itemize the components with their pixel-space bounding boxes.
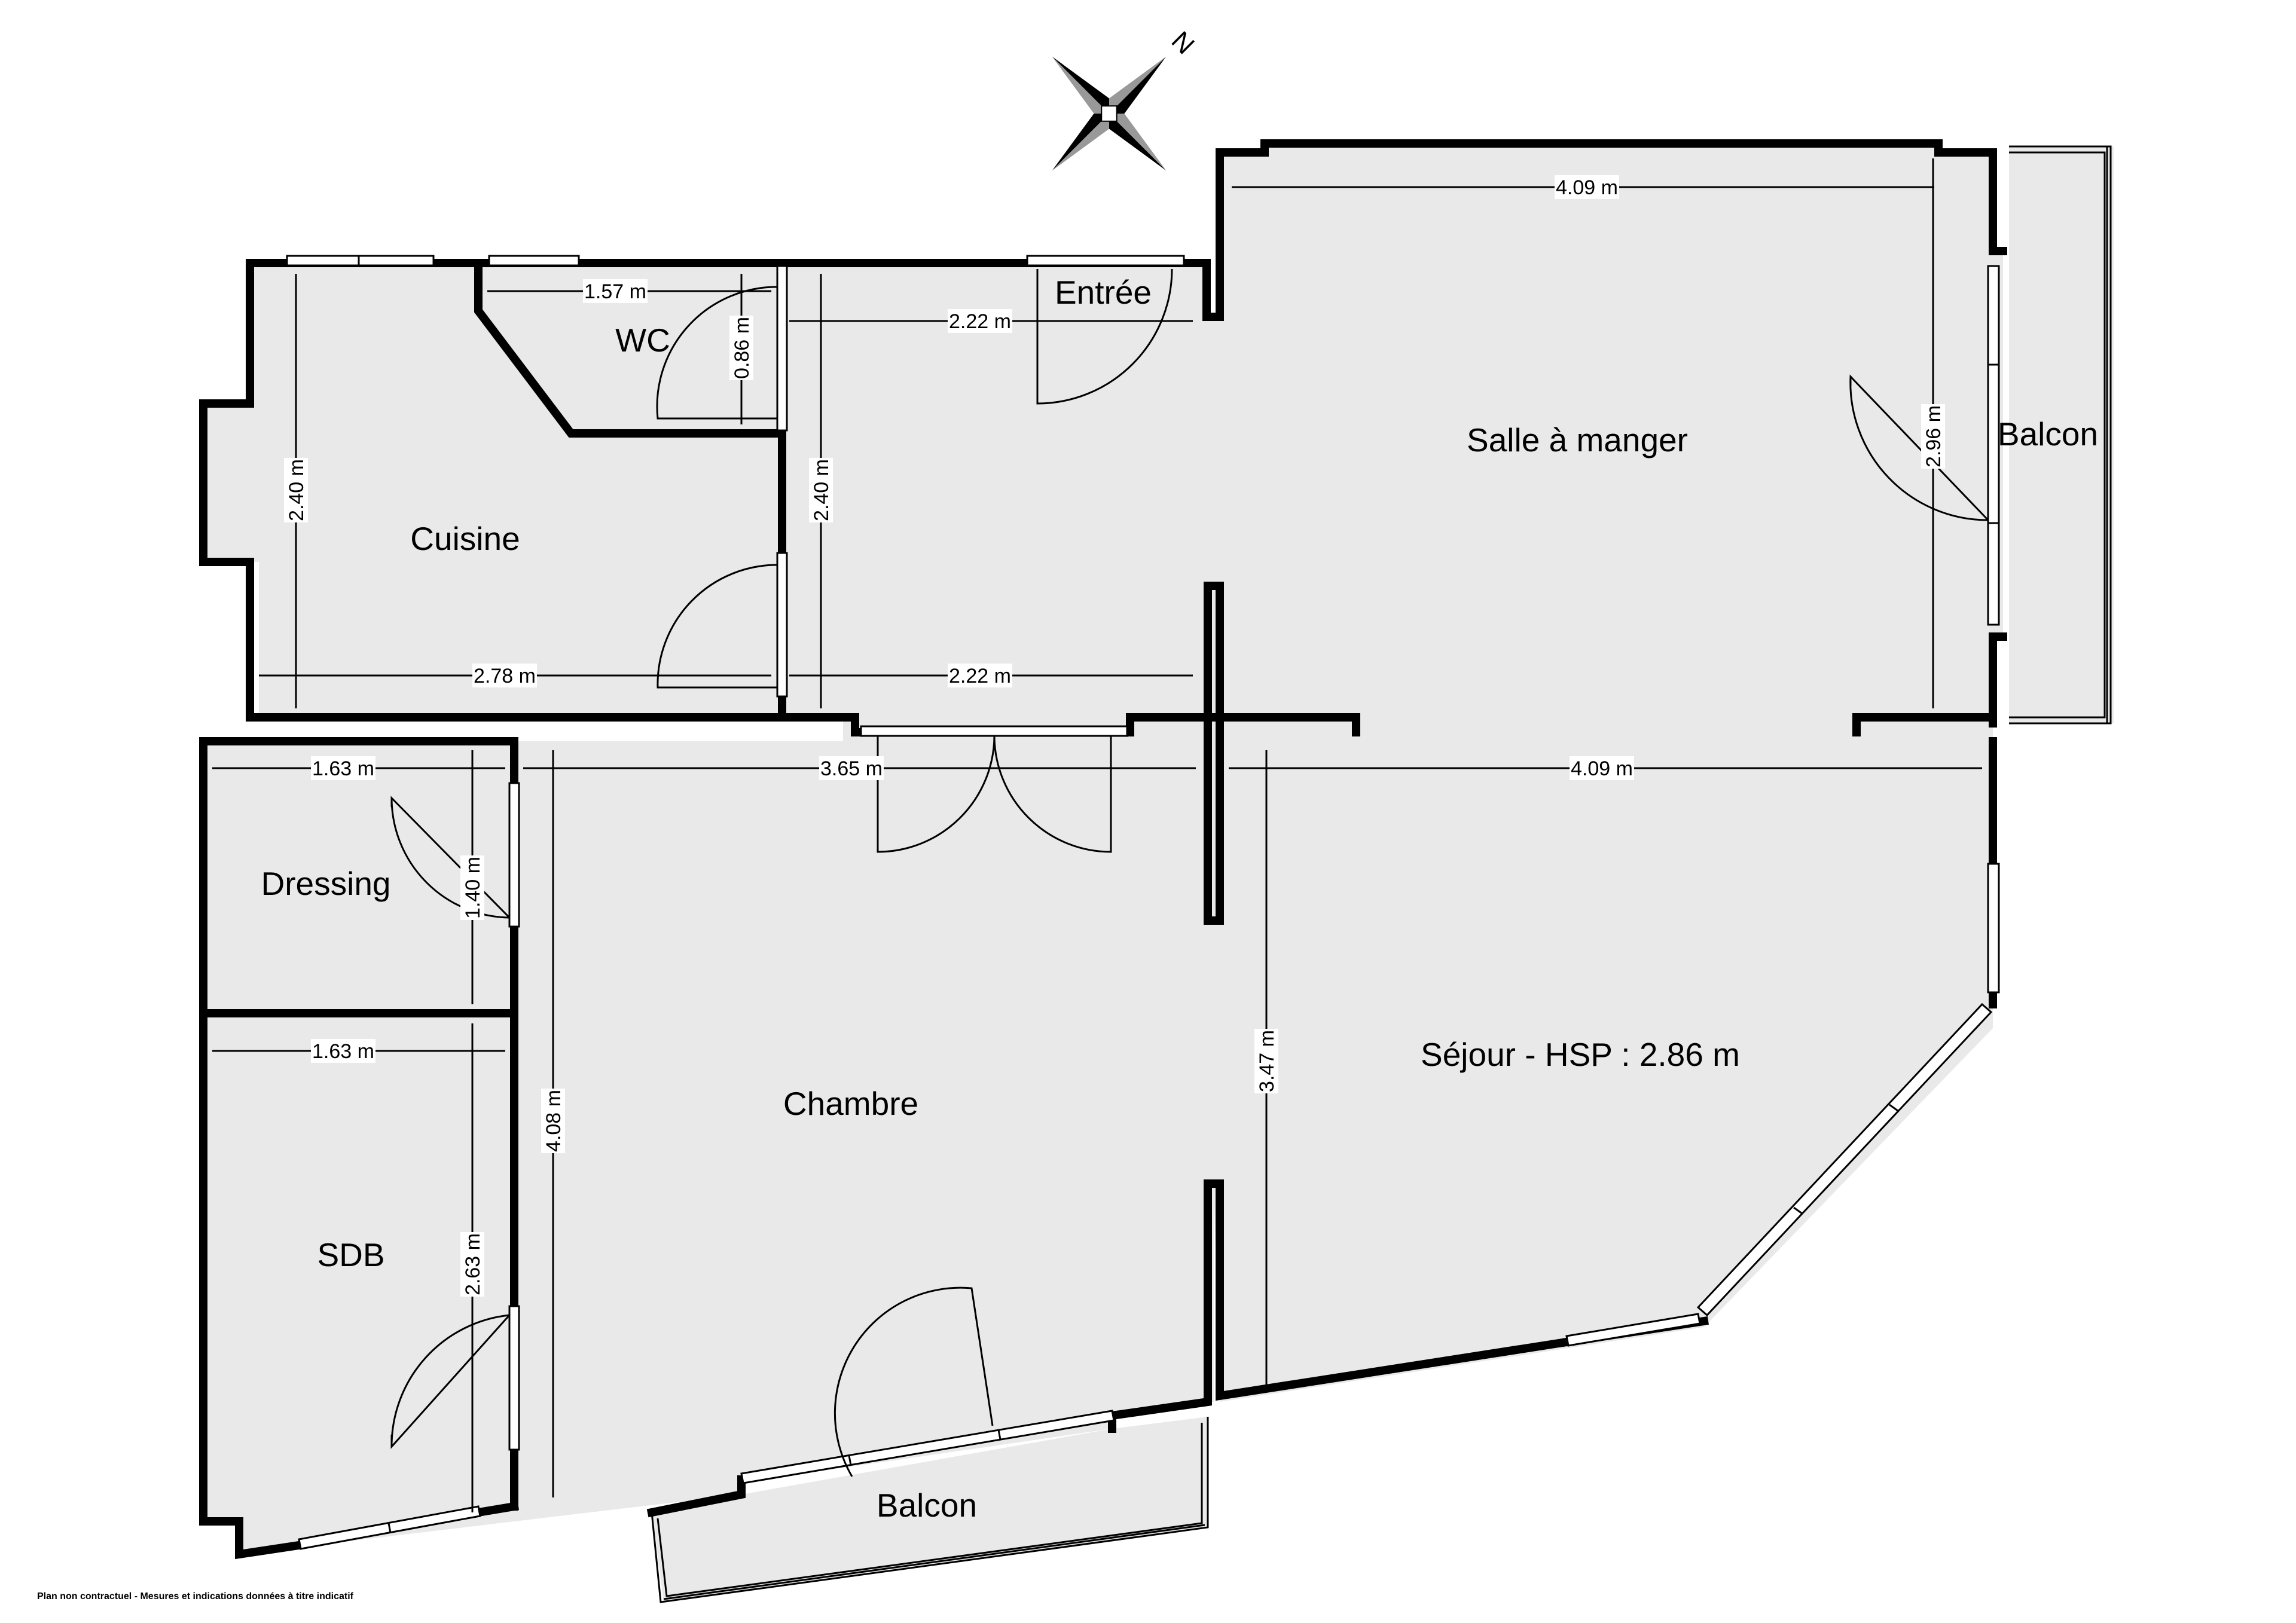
dim-chambre-height: 4.08 m	[541, 1089, 565, 1153]
walls	[199, 139, 2112, 1603]
dim-chambre-width: 3.65 m	[819, 756, 884, 780]
compass-icon	[1052, 56, 1167, 171]
dim-salle-width: 4.09 m	[1555, 175, 1619, 199]
door-chambre-balcon	[833, 1286, 994, 1477]
svg-text:4.09 m: 4.09 m	[1556, 176, 1618, 199]
dim-hall-width: 2.22 m	[948, 664, 1012, 687]
window-sejour-diag	[1696, 1002, 1993, 1317]
floor-fills	[203, 143, 2114, 1602]
door-frame-double	[860, 725, 1128, 737]
dimension-labels: 4.09 m 1.57 m 2.22 m 2.78 m 2.22 m 1.63 …	[284, 175, 1945, 1297]
label-salle-a-manger: Salle à manger	[1467, 421, 1688, 459]
door-frame-wc	[776, 265, 788, 432]
room-sdb-floor	[203, 1016, 514, 1554]
svg-text:2.78 m: 2.78 m	[474, 665, 536, 687]
svg-text:1.40 m: 1.40 m	[462, 857, 484, 919]
dim-sdb-width: 1.63 m	[311, 1039, 375, 1063]
dim-sejour-height: 3.47 m	[1254, 1029, 1278, 1093]
svg-text:2.40 m: 2.40 m	[810, 459, 833, 521]
svg-text:1.63 m: 1.63 m	[312, 1040, 374, 1063]
label-sejour: Séjour - HSP : 2.86 m	[1421, 1036, 1740, 1073]
room-labels: Entrée WC Salle à manger Balcon Cuisine …	[261, 274, 2098, 1524]
balcon-south-floor	[652, 1417, 1208, 1602]
room-cuisine-floor	[203, 263, 782, 717]
svg-text:2.40 m: 2.40 m	[285, 459, 308, 521]
dim-sejour-width: 4.09 m	[1570, 756, 1634, 780]
room-wc-floor	[478, 263, 782, 433]
label-balcon-south: Balcon	[877, 1487, 977, 1524]
dim-cuisine-height: 2.40 m	[284, 458, 308, 522]
room-chambre-floor	[514, 741, 1214, 1521]
label-sdb: SDB	[317, 1236, 384, 1273]
window-entree	[1026, 255, 1185, 267]
svg-text:3.47 m: 3.47 m	[1256, 1030, 1278, 1092]
door-cuisine	[657, 564, 778, 689]
windows	[286, 255, 2000, 1550]
svg-text:4.08 m: 4.08 m	[542, 1090, 565, 1152]
door-salle	[1849, 374, 1989, 521]
room-main-floor	[782, 143, 2003, 1402]
compass-north-label: N	[1166, 26, 1200, 60]
dim-dressing-height: 1.40 m	[460, 855, 484, 920]
dim-dressing-width: 1.63 m	[311, 756, 375, 780]
svg-text:3.65 m: 3.65 m	[820, 757, 883, 780]
door-sdb	[390, 1314, 511, 1449]
svg-text:0.86 m: 0.86 m	[731, 317, 753, 379]
dim-entree-width: 2.22 m	[948, 309, 1012, 333]
door-frame-sdb	[508, 1305, 520, 1451]
dim-salle-height: 2.96 m	[1921, 404, 1945, 469]
door-frame-dressing	[508, 782, 520, 928]
door-entree	[1036, 268, 1173, 405]
dim-wc-width: 1.57 m	[583, 279, 648, 303]
label-chambre: Chambre	[783, 1085, 918, 1122]
label-cuisine: Cuisine	[410, 520, 520, 557]
svg-text:1.63 m: 1.63 m	[312, 757, 374, 780]
label-dressing: Dressing	[261, 865, 390, 902]
svg-text:2.22 m: 2.22 m	[949, 310, 1011, 333]
svg-text:2.22 m: 2.22 m	[949, 665, 1011, 687]
window-salle-east	[1987, 265, 2000, 626]
window-cuisine	[286, 255, 435, 267]
window-sejour-east	[1987, 863, 2000, 994]
dim-wc-height: 0.86 m	[729, 316, 753, 380]
door-double-right	[993, 736, 1112, 853]
label-balcon-east: Balcon	[1998, 415, 2098, 453]
svg-text:4.09 m: 4.09 m	[1571, 757, 1633, 780]
svg-text:2.63 m: 2.63 m	[462, 1233, 484, 1295]
door-double-left	[877, 736, 996, 853]
window-wc	[488, 255, 580, 267]
svg-text:1.57 m: 1.57 m	[584, 280, 646, 303]
dim-entree-height: 2.40 m	[809, 458, 833, 522]
dim-cuisine-width: 2.78 m	[472, 664, 537, 687]
label-entree: Entrée	[1055, 274, 1152, 311]
window-sejour-south	[1565, 1313, 1701, 1347]
window-chambre-south	[740, 1410, 1115, 1484]
label-wc: WC	[615, 322, 670, 359]
footer-disclaimer: Plan non contractuel - Mesures et indica…	[37, 1591, 354, 1601]
room-dressing-floor	[203, 741, 514, 1010]
svg-text:2.96 m: 2.96 m	[1922, 405, 1945, 467]
dim-sdb-height: 2.63 m	[460, 1232, 484, 1297]
balcon-east-floor	[2009, 146, 2114, 723]
door-frame-cuisine	[776, 552, 788, 698]
